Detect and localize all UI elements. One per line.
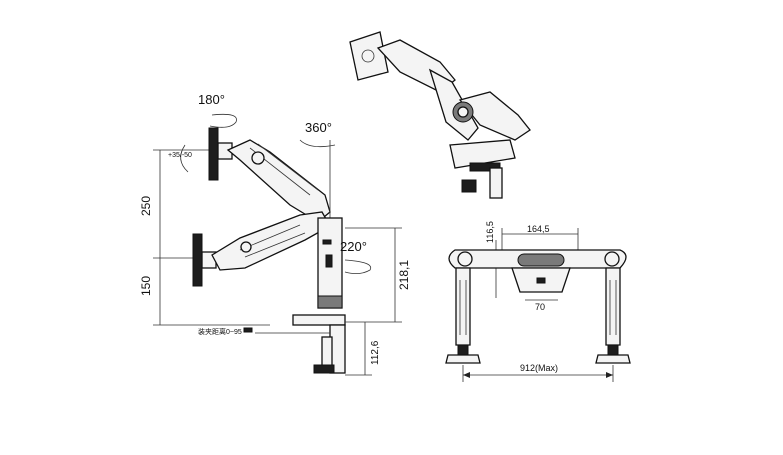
dim-bar-width: 164,5: [527, 224, 550, 234]
lower-vesa-plate: [192, 233, 203, 287]
label-base-rotation: 220°: [340, 239, 367, 254]
perspective-vesa-plate: [349, 31, 389, 81]
front-right-arm: [605, 267, 621, 346]
note-clamp-range: 装夹距离0~95: [198, 327, 242, 336]
label-swivel-head: 180°: [198, 92, 225, 107]
clamp-knob: [313, 364, 335, 374]
upper-vesa-plate: [208, 127, 219, 181]
label-arm-rotation: 360°: [305, 120, 332, 135]
dim-bar-height: 116,5: [485, 221, 495, 243]
front-left-vesa: [445, 354, 481, 364]
clamp-top: [292, 314, 346, 326]
front-right-vesa: [595, 354, 631, 364]
dim-clamp-height: 112,6: [370, 340, 381, 365]
perspective-lower-arm: [458, 91, 531, 141]
side-view: 250 150 +35/-50 180° 360° 22: [139, 92, 411, 376]
perspective-base: [449, 139, 516, 169]
front-left-arm: [455, 267, 471, 346]
front-view: 164,5 116,5 70 912(Max): [445, 221, 631, 382]
dim-upper-height: 250: [139, 196, 153, 216]
label-tilt: +35/-50: [168, 152, 192, 159]
dim-mount-width: 70: [535, 302, 545, 312]
upper-arm: [226, 139, 331, 223]
perspective-view: [349, 31, 531, 199]
dim-lower-height: 150: [139, 276, 153, 296]
lower-arm: [211, 211, 331, 271]
dim-total-height: 218,1: [397, 260, 411, 290]
dim-max-span: 912(Max): [520, 363, 558, 373]
